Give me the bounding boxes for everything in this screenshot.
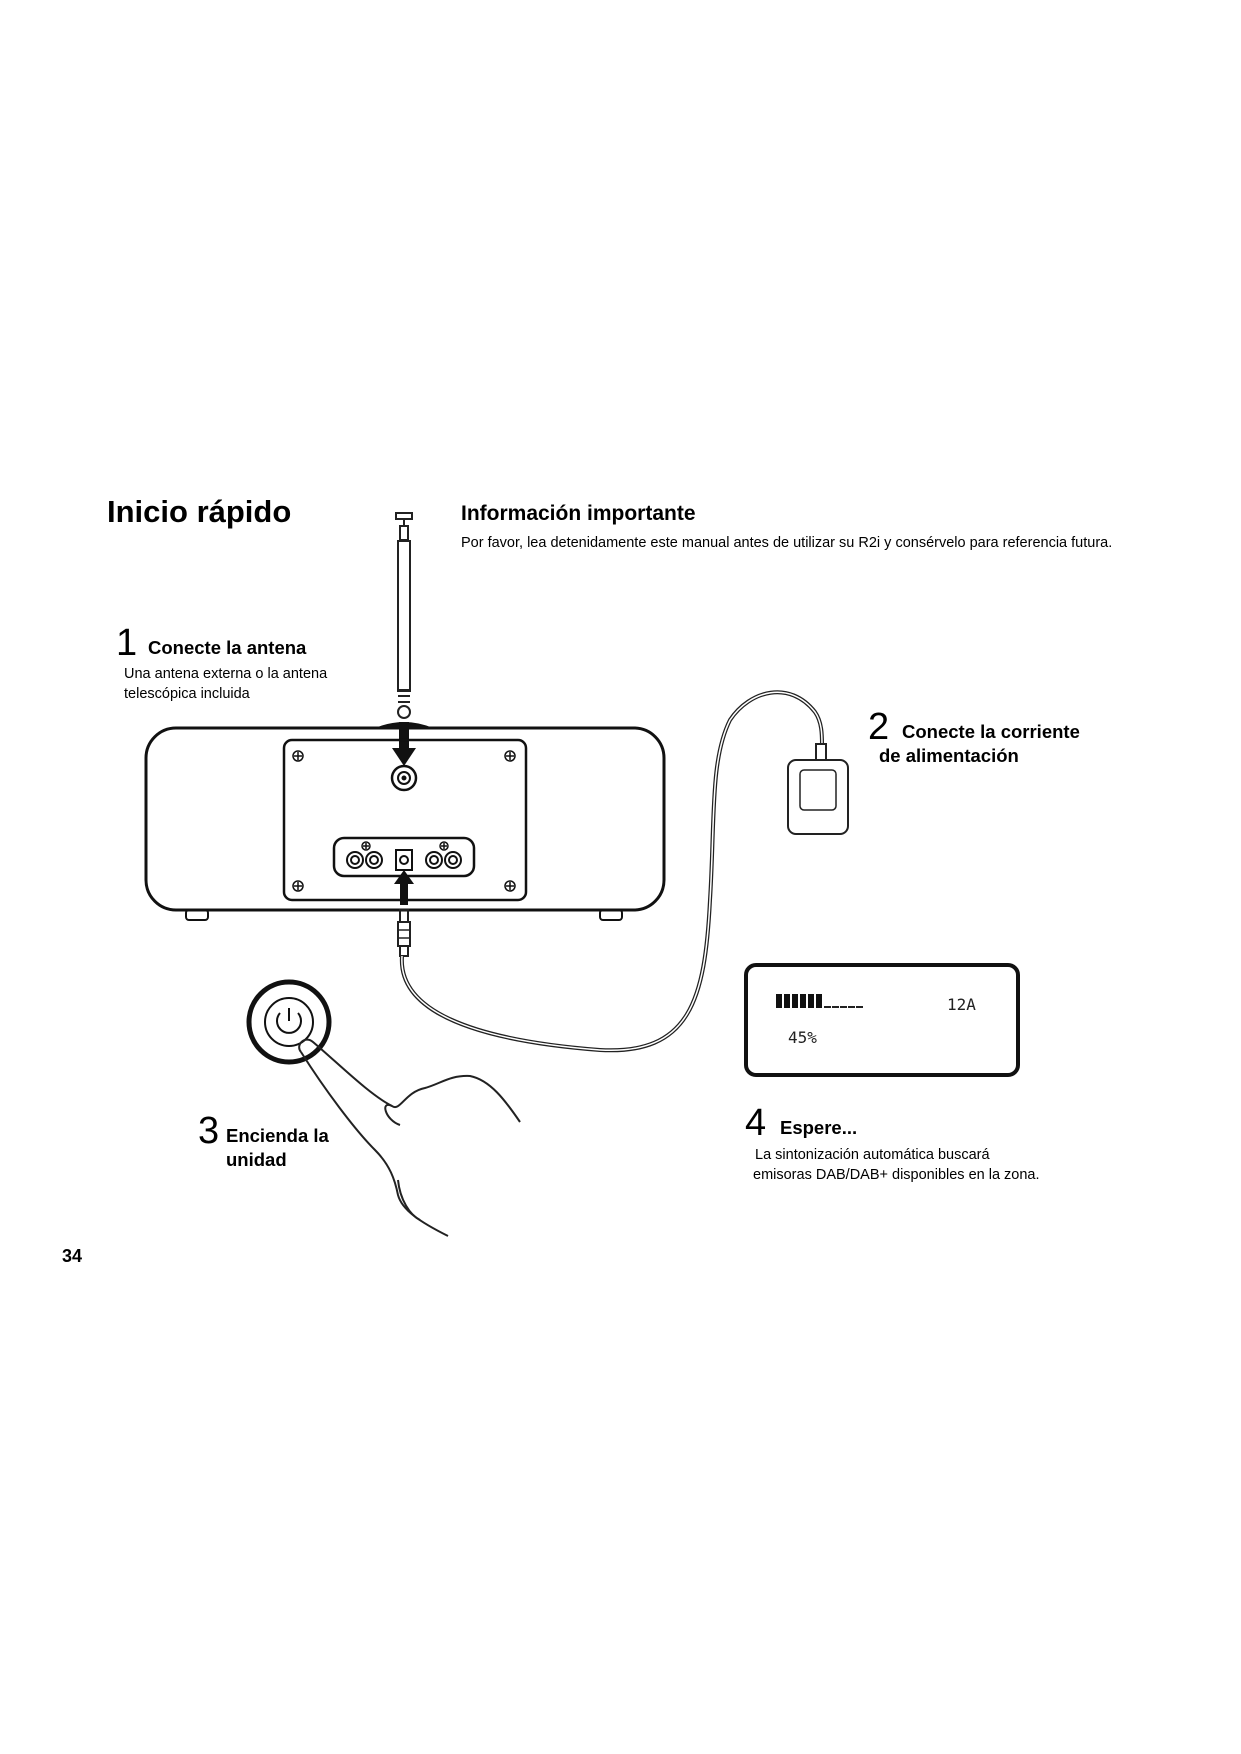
step-1-number: 1 [116,622,138,664]
progress-filled-segment [816,994,822,1008]
progress-empty-segment [848,1006,855,1008]
step-3-number: 3 [198,1110,220,1152]
step-2-number: 2 [868,706,890,748]
step-1-title: Conecte la antena [148,637,307,658]
step-2-title-line-2: de alimentación [879,745,1019,766]
antenna-icon [395,512,413,719]
page-number: 34 [62,1246,83,1266]
step-1-description: Una antena externa o la antena telescópi… [124,666,328,702]
percent-readout: 45% [788,1028,817,1047]
progress-bar [776,994,863,1008]
step-4-title: Espere... [780,1117,858,1138]
step-4-description-line-1: La sintonización automática buscará [755,1147,990,1163]
arrow-up-icon [394,870,414,905]
arrow-down-icon [392,722,416,766]
progress-filled-segment [792,994,798,1008]
progress-empty-segment [832,1006,839,1008]
channel-readout: 12A [947,995,976,1014]
power-cable [397,690,824,1053]
step-2-title: Conecte la corriente [902,721,1080,742]
progress-empty-segment [824,1006,831,1008]
hand-icon [298,1038,521,1237]
progress-filled-segment [776,994,782,1008]
progress-empty-segment [840,1006,847,1008]
step-4-description: La sintonización automática buscará emis… [753,1145,1115,1185]
power-adapter-icon [787,743,849,835]
power-button-icon [246,979,332,1065]
step-3-title: Encienda la unidad [226,1125,329,1170]
info-heading: Información importante [461,502,696,525]
progress-filled-segment [800,994,806,1008]
lcd-display: 12A 45% [744,963,1020,1077]
progress-filled-segment [784,994,790,1008]
step-4-description-line-2: emisoras DAB/DAB+ disponibles en la zona… [753,1167,1040,1183]
progress-empty-segment [856,1006,863,1008]
radio-back-panel [144,726,666,921]
step-4-number: 4 [745,1102,767,1144]
info-text: Por favor, lea detenidamente este manual… [461,535,1113,551]
progress-filled-segment [808,994,814,1008]
page-title: Inicio rápido [107,494,292,529]
